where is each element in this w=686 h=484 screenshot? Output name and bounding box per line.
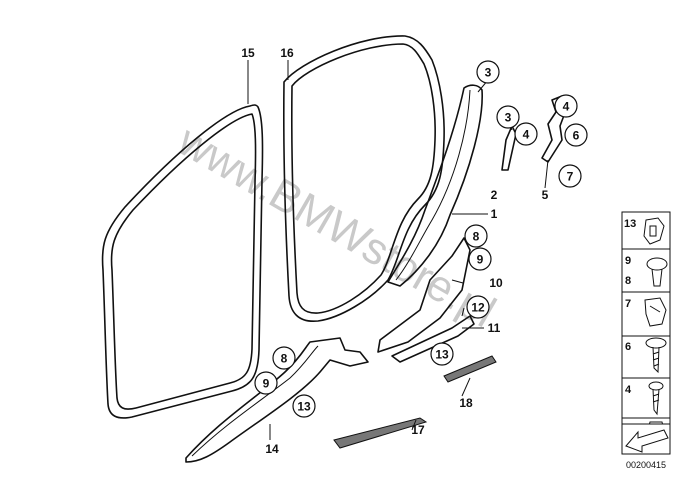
part-1-pillar-trim xyxy=(387,84,483,287)
svg-text:13: 13 xyxy=(435,348,449,362)
part-11-sill-strip xyxy=(391,315,475,363)
clip-nut-icon xyxy=(643,217,665,245)
label-16: 16 xyxy=(280,46,294,60)
callout-3a: 3 xyxy=(476,60,500,84)
part-14-lower-trim xyxy=(185,337,369,463)
svg-text:3: 3 xyxy=(505,111,512,125)
label-14: 14 xyxy=(265,442,279,456)
expanding-rivet-icon xyxy=(646,257,668,287)
label-1: 1 xyxy=(491,207,498,221)
legend-label-6: 6 xyxy=(625,341,631,353)
spring-nut-icon xyxy=(644,297,667,327)
part-18-sill-plate xyxy=(443,355,497,383)
svg-text:4: 4 xyxy=(523,128,530,142)
washer-screw-icon xyxy=(645,337,667,374)
part-10-trim-panel xyxy=(377,237,471,353)
label-17: 17 xyxy=(411,423,425,437)
part-15-door-seal xyxy=(101,104,264,419)
svg-text:13: 13 xyxy=(297,400,311,414)
diagram-code: 00200415 xyxy=(626,460,666,470)
callout-8a: 8 xyxy=(464,224,488,248)
part-17-sill-plate xyxy=(333,417,428,449)
label-18: 18 xyxy=(459,396,473,410)
svg-text:6: 6 xyxy=(573,129,580,143)
callout-7: 7 xyxy=(558,164,582,188)
svg-text:7: 7 xyxy=(567,170,574,184)
svg-text:3: 3 xyxy=(485,66,492,80)
legend-label-4: 4 xyxy=(625,384,632,396)
callout-8b: 8 xyxy=(272,346,296,370)
direction-arrow-icon xyxy=(625,429,669,453)
legend-label-9: 9 xyxy=(625,255,631,267)
label-5: 5 xyxy=(542,188,549,202)
label-2: 2 xyxy=(491,188,498,202)
svg-text:9: 9 xyxy=(477,253,484,267)
label-15: 15 xyxy=(241,46,255,60)
svg-text:8: 8 xyxy=(473,230,480,244)
svg-text:8: 8 xyxy=(281,352,288,366)
svg-text:9: 9 xyxy=(263,377,270,391)
part-16-frame-seal xyxy=(283,35,445,322)
fastener-legend: 13 9 8 7 6 4 12 3 xyxy=(621,211,671,453)
callout-12: 12 xyxy=(466,295,490,319)
screw-icon xyxy=(648,381,664,416)
callout-6: 6 xyxy=(564,123,588,147)
legend-label-7: 7 xyxy=(625,298,631,310)
svg-text:12: 12 xyxy=(471,301,485,315)
callout-4b: 4 xyxy=(554,94,578,118)
callout-9a: 9 xyxy=(468,247,492,271)
callout-13b: 13 xyxy=(292,394,316,418)
part-2-clip xyxy=(501,125,517,171)
callout-13a: 13 xyxy=(430,342,454,366)
callout-9b: 9 xyxy=(254,371,278,395)
callout-4a: 4 xyxy=(514,122,538,146)
direction-arrow-box xyxy=(621,423,671,455)
label-11: 11 xyxy=(488,321,501,335)
watermark-text: www.BMWstore.pl xyxy=(169,116,503,337)
svg-text:4: 4 xyxy=(563,100,570,114)
legend-label-13: 13 xyxy=(624,218,636,230)
callout-3b: 3 xyxy=(496,105,520,129)
legend-label-8: 8 xyxy=(625,275,631,287)
label-10: 10 xyxy=(489,276,503,290)
